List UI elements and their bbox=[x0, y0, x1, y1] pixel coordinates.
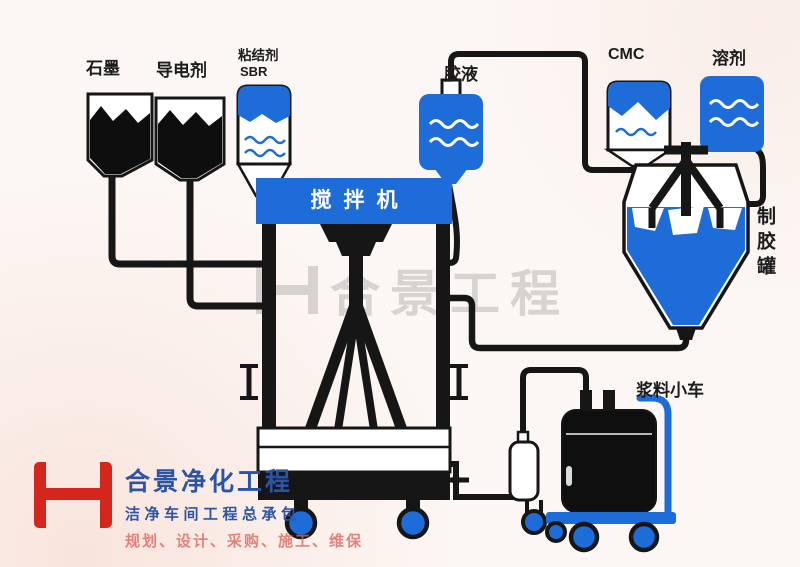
glue-making-tank bbox=[622, 142, 750, 340]
cart-platform bbox=[546, 512, 676, 524]
pipe-gluesolution-to-gluetank bbox=[448, 51, 642, 173]
mixer-machine bbox=[240, 178, 468, 540]
pipe-gluetank-to-mixer bbox=[450, 294, 690, 352]
cart-wheel-left bbox=[568, 521, 600, 553]
company-name: 合景净化工程 bbox=[125, 468, 294, 496]
glue-chunk-2 bbox=[668, 206, 704, 235]
mixer-flange-left bbox=[240, 364, 258, 400]
company-logo-block: 合景净化工程 洁净车间工程总承包 规划、设计、采购、施工、维保 bbox=[34, 462, 363, 551]
watermark-logo-icon bbox=[256, 266, 318, 314]
solvent-wave-1 bbox=[708, 99, 760, 109]
binder-fill bbox=[238, 86, 290, 123]
glue-solution-wave-1 bbox=[428, 119, 480, 129]
pipe-conductive-to-mixer bbox=[186, 174, 268, 310]
mixer-base bbox=[258, 472, 450, 500]
graphite-material bbox=[90, 106, 150, 174]
company-subtitle: 洁净车间工程总承包 bbox=[125, 506, 301, 523]
label-glue-solution: 胶液 bbox=[444, 65, 478, 84]
label-binder: 粘结剂 bbox=[238, 48, 279, 63]
company-tagline: 规划、设计、采购、施工、维保 bbox=[125, 533, 364, 550]
cart-caster-front bbox=[545, 521, 567, 543]
mixer-legs bbox=[304, 300, 408, 432]
cart-handle bbox=[636, 394, 672, 516]
label-solvent: 溶剂 bbox=[712, 49, 746, 68]
label-graphite: 石墨 bbox=[86, 59, 120, 78]
binder-hopper bbox=[235, 84, 293, 198]
glue-solution-tank bbox=[419, 78, 483, 184]
solvent-tank bbox=[700, 76, 764, 152]
binder-wave-1 bbox=[244, 135, 286, 145]
glue-chunk-1 bbox=[632, 208, 664, 231]
mixer-shaft bbox=[349, 256, 363, 312]
anchor-agitator bbox=[648, 142, 724, 228]
solvent-wave-2 bbox=[708, 117, 760, 127]
cart-wheel-right bbox=[628, 521, 660, 553]
pipes bbox=[108, 51, 766, 500]
mixer-wheel-right bbox=[396, 506, 430, 540]
mixer-flange-right bbox=[450, 364, 468, 400]
label-cmc: CMC bbox=[608, 46, 645, 63]
pump-wheel bbox=[521, 509, 547, 535]
mixer-mount bbox=[320, 224, 392, 242]
graphite-hopper bbox=[86, 92, 154, 178]
glue-tank-spout bbox=[676, 328, 696, 340]
label-glue-tank: 制胶罐 bbox=[754, 206, 775, 281]
cmc-hopper bbox=[603, 80, 675, 168]
mixer-wheel-left bbox=[284, 506, 318, 540]
pipe-solvent-to-gluetank bbox=[747, 144, 766, 207]
company-logo-texts: 合景净化工程 洁净车间工程总承包 规划、设计、采购、施工、维保 bbox=[125, 462, 363, 551]
cmc-wave bbox=[615, 127, 657, 137]
label-binder-type: SBR bbox=[240, 64, 268, 79]
company-logo-icon bbox=[34, 462, 112, 528]
label-slurry-cart: 浆料小车 bbox=[636, 381, 704, 400]
pipe-bottle-to-cart bbox=[520, 367, 589, 436]
pipe-graphite-to-mixer bbox=[108, 170, 268, 268]
collection-bottle bbox=[508, 430, 547, 535]
cart-tank bbox=[561, 409, 657, 513]
mixer-column-left bbox=[262, 224, 276, 430]
label-mixer: 搅拌机 bbox=[310, 189, 410, 212]
label-conductive-agent: 导电剂 bbox=[156, 61, 207, 80]
binder-wave-2 bbox=[244, 148, 286, 158]
cmc-fill bbox=[608, 82, 670, 120]
conductive-material bbox=[158, 110, 222, 178]
mixer-header bbox=[256, 178, 452, 224]
glue-solution-wave-2 bbox=[428, 137, 480, 147]
conductive-agent-hopper bbox=[154, 96, 226, 182]
mixer-column-right bbox=[436, 224, 450, 430]
pipe-mixer-discharge bbox=[450, 461, 459, 498]
glue-liquid bbox=[627, 207, 745, 325]
slurry-cart bbox=[545, 390, 676, 553]
